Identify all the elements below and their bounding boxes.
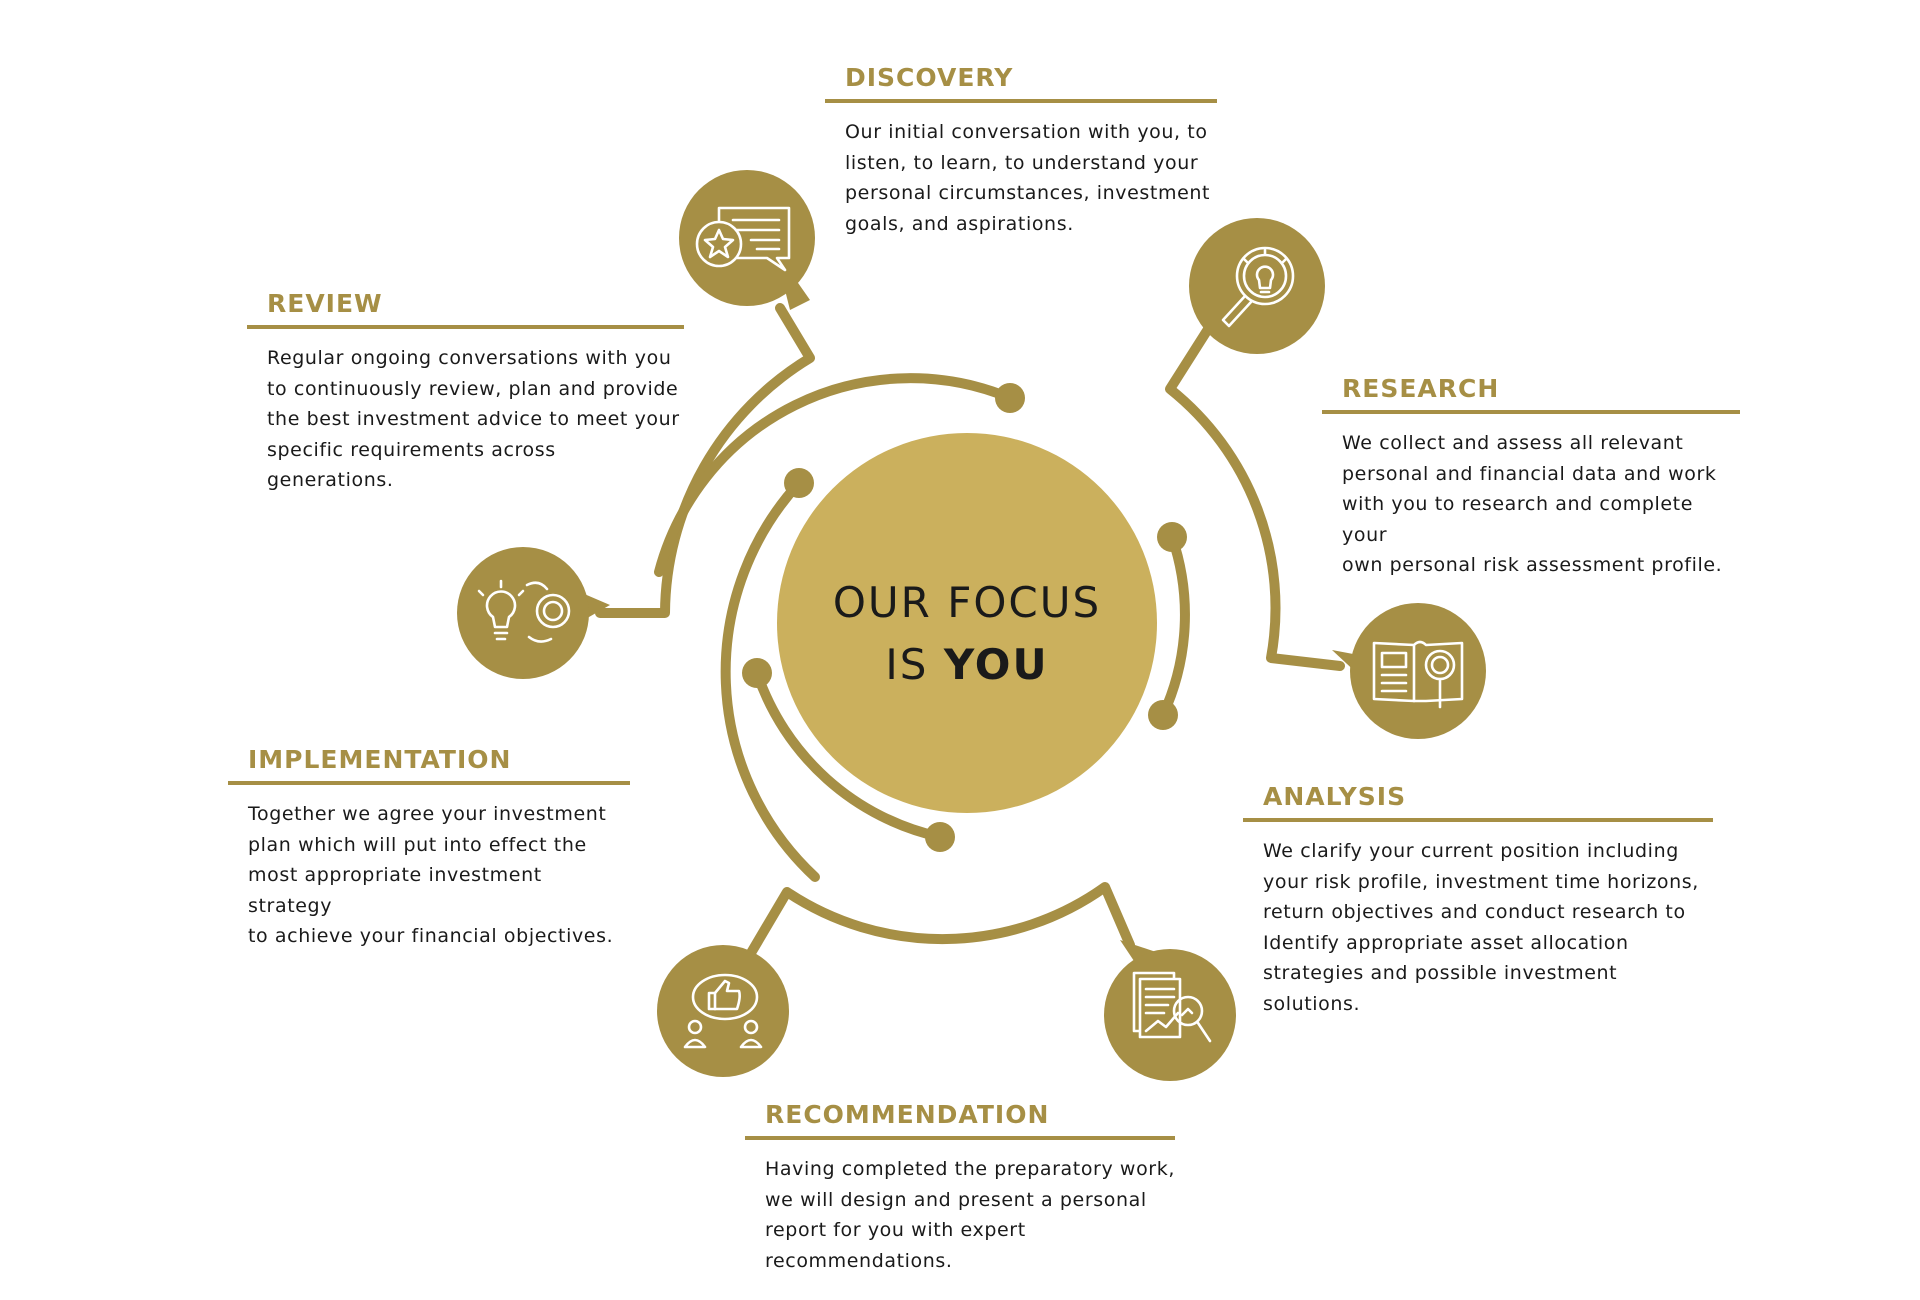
document-chart-icon: [1132, 971, 1212, 1043]
center-heading: OUR FOCUS IS YOU: [777, 572, 1157, 696]
track-dot: [784, 468, 814, 498]
step-title-analysis: ANALYSIS: [1263, 782, 1407, 811]
track-dot: [1157, 522, 1187, 552]
step-title-review: REVIEW: [267, 289, 383, 318]
lightbulb-gear-icon: [477, 579, 571, 643]
step-title-implementation: IMPLEMENTATION: [248, 745, 512, 774]
track-dot: [1148, 700, 1178, 730]
track-inner-top: [654, 373, 1015, 577]
track-dot: [742, 658, 772, 688]
step-desc-recommendation: Having completed the preparatory work, w…: [765, 1158, 1175, 1272]
step-desc-research: We collect and assess all relevant perso…: [1342, 432, 1723, 576]
pin-tail: [1120, 940, 1165, 970]
center-line-2-prefix: IS: [885, 640, 944, 689]
step-desc-analysis: We clarify your current position includi…: [1263, 840, 1699, 1015]
track-inner-right: [1158, 532, 1190, 720]
track-implementation-recommendation: [730, 882, 1135, 985]
step-analysis: ANALYSIS We clarify your current positio…: [1243, 782, 1713, 1019]
pin-review: [457, 547, 610, 679]
step-rule-analysis: [1243, 818, 1713, 822]
step-title-research: RESEARCH: [1342, 374, 1500, 403]
step-title-discovery: DISCOVERY: [845, 63, 1014, 92]
track-dot: [995, 383, 1025, 413]
center-line-1: OUR FOCUS: [832, 578, 1102, 627]
pin-circle: [679, 170, 815, 306]
magnifier-lightbulb-icon: [1221, 246, 1295, 328]
step-discovery: DISCOVERY Our initial conversation with …: [825, 63, 1217, 239]
step-rule-recommendation: [745, 1136, 1175, 1140]
step-pins: [457, 170, 1486, 1081]
track-review-discovery: [595, 303, 815, 618]
thumbs-up-people-icon: [683, 973, 763, 1049]
track-dot: [925, 822, 955, 852]
center-circle: [777, 433, 1157, 813]
pin-research: [1189, 218, 1325, 354]
pin-circle: [657, 945, 789, 1077]
step-rule-research: [1322, 410, 1740, 414]
pin-circle: [457, 547, 589, 679]
step-desc-discovery: Our initial conversation with you, to li…: [845, 121, 1211, 235]
pin-discovery: [679, 170, 815, 310]
track-research-analysis: [1165, 321, 1345, 671]
step-rule-review: [247, 325, 684, 329]
pin-analysis: [1332, 603, 1486, 739]
chat-star-icon: [695, 206, 791, 272]
step-desc-implementation: Together we agree your investment plan w…: [248, 803, 614, 947]
pin-circle: [1350, 603, 1486, 739]
connector-tracks: [595, 303, 1345, 985]
book-magnifier-icon: [1372, 640, 1464, 709]
pin-implementation: [657, 945, 789, 1077]
center-line-2-bold: YOU: [943, 640, 1049, 689]
center-line-2: IS YOU: [777, 634, 1157, 696]
step-research: RESEARCH We collect and assess all relev…: [1322, 374, 1740, 581]
step-desc-review: Regular ongoing conversations with you t…: [267, 347, 680, 491]
track-end-dots: [742, 383, 1187, 852]
track-inner-left: [720, 478, 820, 882]
step-review: REVIEW Regular ongoing conversations wit…: [247, 289, 684, 496]
pin-recommendation: [1104, 940, 1236, 1081]
step-rule-implementation: [228, 781, 630, 785]
step-implementation: IMPLEMENTATION Together we agree your in…: [228, 745, 630, 952]
track-inner-bottom: [752, 668, 945, 842]
step-rule-discovery: [825, 99, 1217, 103]
step-title-recommendation: RECOMMENDATION: [765, 1100, 1050, 1129]
step-recommendation: RECOMMENDATION Having completed the prep…: [745, 1100, 1175, 1276]
